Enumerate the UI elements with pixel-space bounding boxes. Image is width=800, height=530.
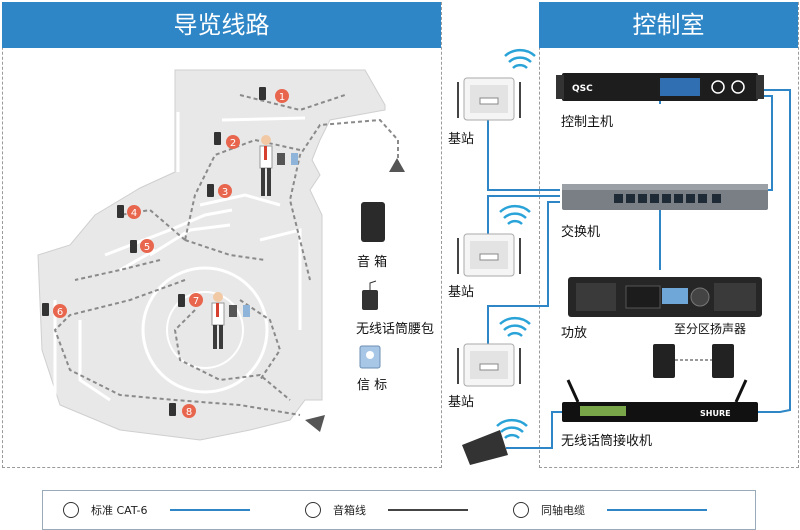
stop-6: 6 bbox=[53, 304, 67, 318]
base-station-1-label: 基站 bbox=[448, 132, 475, 147]
switch-label: 交换机 bbox=[561, 225, 601, 240]
stop-1-label: 1 bbox=[279, 92, 285, 103]
stop-4-label: 4 bbox=[131, 208, 137, 219]
route-end-arrow bbox=[305, 415, 325, 432]
shure-logo: SHURE bbox=[700, 409, 731, 418]
cat6-icon bbox=[63, 502, 79, 518]
floor-speakers bbox=[42, 87, 266, 416]
speaker-legend-label: 音 箱 bbox=[357, 255, 388, 270]
speaker-cable-icon bbox=[305, 502, 321, 518]
stop-2-label: 2 bbox=[230, 138, 236, 149]
coax-icon bbox=[513, 502, 529, 518]
speaker-icon bbox=[361, 202, 385, 242]
stop-4: 4 bbox=[127, 205, 141, 219]
stop-3: 3 bbox=[218, 184, 232, 198]
base-station-1 bbox=[457, 48, 536, 121]
control-room-header: 控制室 bbox=[539, 2, 798, 48]
stop-5-label: 5 bbox=[144, 242, 150, 253]
mic-pack-icon bbox=[362, 280, 378, 310]
cable-legend: 标准 CAT-6 音箱线 同轴电缆 bbox=[42, 490, 756, 530]
legend-speaker-cable-line bbox=[388, 509, 468, 511]
beacon-icon bbox=[359, 345, 381, 369]
legend-coax: 同轴电缆 bbox=[513, 491, 707, 529]
legend-coax-line bbox=[607, 509, 707, 511]
qsc-logo: QSC bbox=[572, 84, 593, 94]
zone-speakers-label: 至分区扬声器 bbox=[674, 322, 747, 336]
base-station-2 bbox=[457, 204, 531, 277]
wireless-receiver-device: SHURE bbox=[562, 379, 758, 422]
switch-device bbox=[562, 184, 768, 210]
stop-7: 7 bbox=[189, 293, 203, 307]
base-station-3-label: 基站 bbox=[448, 395, 475, 410]
stop-8-label: 8 bbox=[186, 407, 192, 418]
zone-speakers bbox=[653, 344, 734, 378]
stop-2: 2 bbox=[226, 135, 240, 149]
legend-coax-label: 同轴电缆 bbox=[541, 504, 585, 517]
amplifier-device bbox=[568, 277, 762, 317]
stop-7-label: 7 bbox=[193, 296, 199, 307]
control-host-label: 控制主机 bbox=[561, 115, 614, 130]
tour-route-header: 导览线路 bbox=[2, 2, 441, 48]
base-station-2-label: 基站 bbox=[448, 285, 475, 300]
guide-person-1 bbox=[259, 135, 298, 196]
beacon-legend-label: 信 标 bbox=[357, 378, 388, 393]
mic-pack-legend-label: 无线话筒腰包 bbox=[356, 322, 435, 337]
legend-cat6-label: 标准 CAT-6 bbox=[91, 504, 148, 517]
floor-plan bbox=[37, 69, 386, 441]
receiver-label: 无线话筒接收机 bbox=[561, 434, 653, 449]
legend-speaker-cable: 音箱线 bbox=[305, 491, 468, 529]
stop-3-label: 3 bbox=[222, 187, 228, 198]
legend-cat6-line bbox=[169, 509, 250, 511]
legend-cat6: 标准 CAT-6 bbox=[63, 491, 250, 529]
tour-stops: 1 2 3 4 5 6 7 8 bbox=[53, 89, 289, 418]
stop-8: 8 bbox=[182, 404, 196, 418]
tour-route-lines bbox=[53, 94, 399, 416]
base-station-3 bbox=[457, 316, 531, 387]
route-start-arrow bbox=[389, 158, 405, 172]
stop-6-label: 6 bbox=[57, 307, 63, 318]
stop-1: 1 bbox=[275, 89, 289, 103]
guide-person-2 bbox=[211, 292, 250, 349]
stop-5: 5 bbox=[140, 239, 154, 253]
legend-speaker-cable-label: 音箱线 bbox=[333, 504, 366, 517]
amplifier-label: 功放 bbox=[561, 326, 588, 341]
diagram-canvas: 1 2 3 4 5 6 7 8 bbox=[37, 48, 791, 465]
antenna-icon bbox=[462, 418, 528, 465]
control-host-device: QSC bbox=[556, 73, 764, 101]
